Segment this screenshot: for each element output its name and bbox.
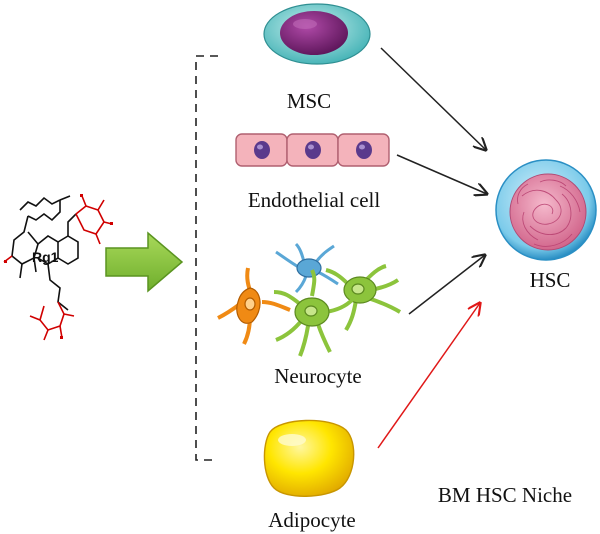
big-green-arrow-icon (105, 231, 184, 293)
arrow-adipocyte-to-hsc (377, 303, 480, 449)
niche-label: BM HSC Niche (438, 483, 572, 507)
neurocyte-icon (217, 242, 402, 357)
arrow-neurocyte-to-hsc (408, 255, 485, 315)
hsc-cell-icon (495, 159, 597, 261)
endothelial-label: Endothelial cell (248, 188, 381, 212)
adipocyte-icon (263, 419, 355, 497)
hsc-label: HSC (530, 268, 571, 292)
endothelial-cell-icon (235, 133, 390, 167)
arrow-endothelial-to-hsc (396, 154, 487, 194)
rg1-molecule-icon: Rg1 (3, 194, 113, 341)
dashed-bracket (195, 55, 218, 461)
arrow-msc-to-hsc (380, 47, 486, 150)
msc-cell-icon (263, 3, 371, 65)
adipocyte-label: Adipocyte (268, 508, 355, 532)
rg1-label: Rg1 (32, 249, 59, 265)
neurocyte-label: Neurocyte (274, 364, 361, 388)
msc-label: MSC (287, 89, 331, 113)
